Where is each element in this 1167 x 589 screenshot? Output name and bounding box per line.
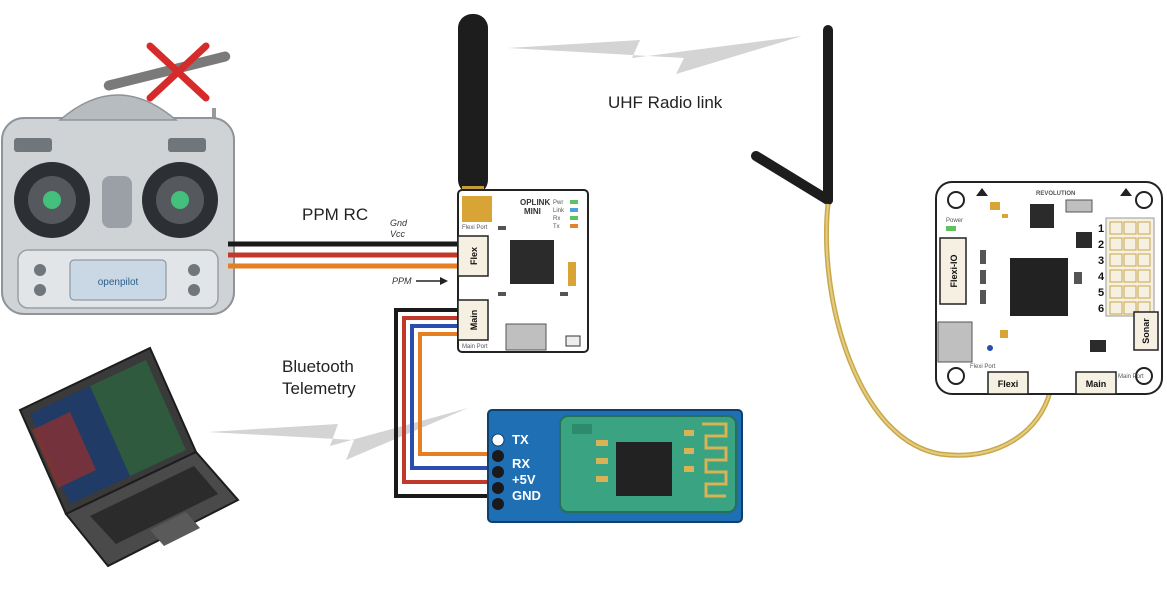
oplink-antenna xyxy=(458,14,488,204)
ppm-rc-cable xyxy=(228,241,458,269)
channel-3: 3 xyxy=(1098,255,1104,267)
revolution-flexi-port-small-label: Flexi Port xyxy=(970,364,996,370)
ppm-arrow-icon xyxy=(416,277,448,285)
oplink-main-port-label: Main xyxy=(469,310,479,331)
bluetooth-label-line2: Telemetry xyxy=(282,379,356,398)
revolution-flexi-io-port xyxy=(939,237,967,305)
oplink-led-list: Pwr Link Rx Tx xyxy=(553,200,578,230)
bt-pin-tx: TX xyxy=(512,432,529,447)
revolution-sonar-port xyxy=(1133,311,1159,351)
led-label-tx: Tx xyxy=(553,224,560,230)
revolution-power-label: Power xyxy=(946,218,963,224)
oplink-flex-port-label: Flex xyxy=(469,247,479,265)
oplink-main-port-small-label: Main Port xyxy=(462,344,488,350)
revolution-flexi-label: Flexi xyxy=(998,379,1019,389)
oplink-mini-board: OPLINK MINI Pwr Link Rx Tx Flexi Port Fl… xyxy=(457,189,589,353)
uhf-radio-link-label: UHF Radio link xyxy=(608,93,723,112)
ppm-wire-label: PPM xyxy=(392,276,412,286)
rc-transmitter: openpilot xyxy=(1,51,235,315)
vcc-wire-label: Vcc xyxy=(390,229,406,239)
oplink-flexi-port-label: Flexi Port xyxy=(462,225,488,231)
revolution-antenna xyxy=(751,25,833,205)
revolution-flexi-port xyxy=(987,371,1029,395)
bluetooth-telemetry-cable xyxy=(394,308,498,498)
led-label-pwr: Pwr xyxy=(553,200,563,206)
led-label-rx: Rx xyxy=(553,216,560,222)
laptop xyxy=(18,346,240,568)
revolution-sonar-label: Sonar xyxy=(1141,318,1151,344)
revolution-name: REVOLUTION xyxy=(1036,191,1075,197)
bt-pin-rx: RX xyxy=(512,456,530,471)
channel-2: 2 xyxy=(1098,239,1104,251)
oplink-name-line1: OPLINK xyxy=(520,198,550,207)
channel-5: 5 xyxy=(1098,287,1104,299)
oplink-main-port xyxy=(457,299,489,341)
channel-1: 1 xyxy=(1098,223,1104,235)
uhf-lightning-bolt xyxy=(508,36,802,74)
oplink-name-line2: MINI xyxy=(524,207,541,216)
bluetooth-lightning-bolt xyxy=(208,408,468,460)
led-label-link: Link xyxy=(553,208,565,214)
oplink-flex-port xyxy=(457,235,489,277)
revolution-flexi-io-label: Flexi-IO xyxy=(949,254,959,287)
bluetooth-label-line1: Bluetooth xyxy=(282,357,354,376)
revolution-main-port xyxy=(1075,371,1117,395)
revolution-channel-list: 1 2 3 4 5 6 xyxy=(1098,217,1155,317)
disabled-cross-icon xyxy=(146,42,210,102)
revolution-board: REVOLUTION Power Flexi-IO 1 2 3 4 5 6 xyxy=(935,181,1163,395)
ppm-rc-label: PPM RC xyxy=(302,205,368,224)
channel-6: 6 xyxy=(1098,303,1104,315)
gnd-wire-label: Gnd xyxy=(390,218,408,228)
bluetooth-pin-list: TX RX +5V GND xyxy=(491,432,541,510)
revolution-main-port-small-label: Main Port xyxy=(1118,374,1144,380)
channel-4: 4 xyxy=(1098,271,1105,283)
bt-pin-5v: +5V xyxy=(512,472,536,487)
transmitter-brand: openpilot xyxy=(98,277,139,288)
bt-pin-gnd: GND xyxy=(512,488,541,503)
bluetooth-module: TX RX +5V GND xyxy=(487,409,743,523)
revolution-main-label: Main xyxy=(1086,379,1107,389)
